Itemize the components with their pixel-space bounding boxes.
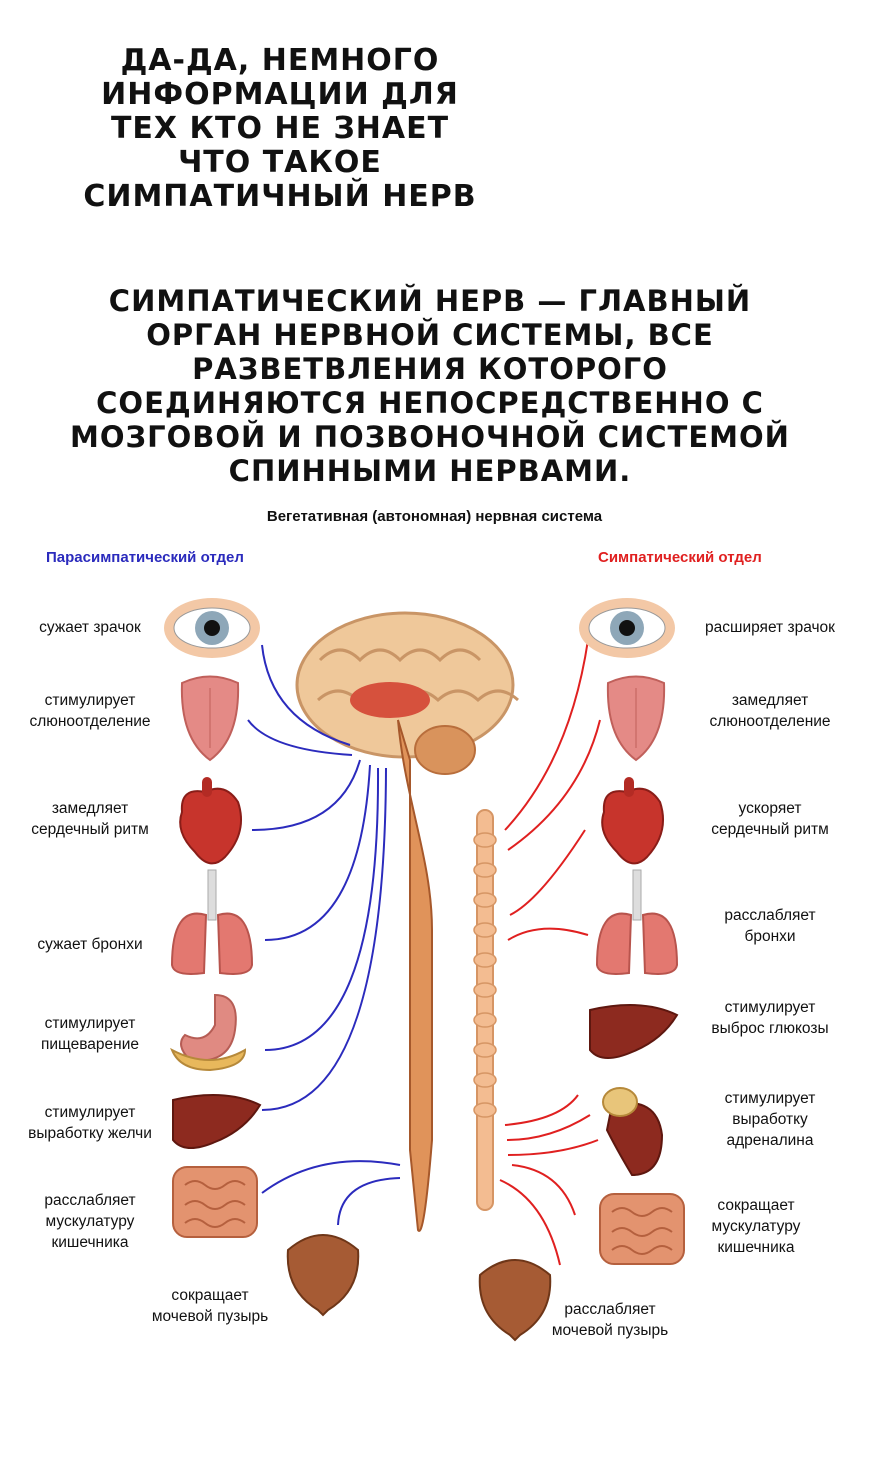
para-label-bladder: сокращает мочевой пузырь: [151, 1287, 269, 1325]
intestine-icon: [172, 1166, 258, 1238]
tongue-icon: [180, 675, 240, 762]
symp-label-saliva: замедляет слюноотделение: [709, 692, 831, 730]
symp-label-bronchi: расслабляет бронхи: [724, 907, 816, 945]
diagram-title: Вегетативная (автономная) нервная систем…: [266, 508, 603, 525]
liver-icon: [589, 1004, 679, 1059]
bladder-icon: [478, 1259, 552, 1342]
sympathetic-title: Симпатический отдел: [598, 549, 762, 566]
heart-icon: [601, 777, 664, 865]
lungs-icon: [595, 869, 679, 975]
para-label-saliva: стимулирует слюноотделение: [29, 692, 151, 730]
symp-label-glucose: стимулирует выброс глюкозы: [711, 999, 829, 1037]
symp-label-pupil: расширяет зрачок: [705, 619, 835, 636]
heart-icon: [179, 777, 242, 865]
sympathetic-nerves: [499, 639, 601, 1266]
tongue-icon: [606, 675, 666, 762]
symp-label-adrenaline: стимулирует выработку адреналина: [724, 1090, 816, 1149]
definition-caption: Симпатический нерв — главный орган нервн…: [70, 284, 790, 488]
para-label-intestine: расслабляет мускулатуру кишечника: [44, 1192, 136, 1251]
para-label-bronchi: сужает бронхи: [37, 936, 143, 953]
kidney-icon: [602, 1087, 664, 1177]
eye-icon: [164, 598, 260, 658]
stomach-icon: [170, 993, 247, 1072]
para-label-pupil: сужает зрачок: [39, 619, 141, 636]
para-label-bile: стимулирует выработку желчи: [28, 1104, 152, 1142]
intestine-icon: [599, 1193, 685, 1265]
para-label-digestion: стимулирует пищеварение: [40, 1015, 139, 1053]
symp-label-bladder: расслабляет мочевой пузырь: [551, 1301, 669, 1339]
lungs-icon: [170, 869, 254, 975]
liver-icon: [172, 1094, 262, 1149]
spinal-cord: [397, 719, 433, 1232]
para-label-heart: замедляет сердечный ритм: [31, 800, 149, 838]
symp-label-heart: ускоряет сердечный ритм: [711, 800, 829, 838]
symp-label-intestine: сокращает мускулатуру кишечника: [711, 1197, 801, 1256]
intro-caption: Да-да, немного информации для тех кто не…: [83, 43, 477, 214]
parasympathetic-title: Парасимпатический отдел: [46, 549, 244, 566]
parasympathetic-nerves: [247, 644, 401, 1226]
bladder-icon: [286, 1234, 360, 1317]
eye-icon: [579, 598, 675, 658]
